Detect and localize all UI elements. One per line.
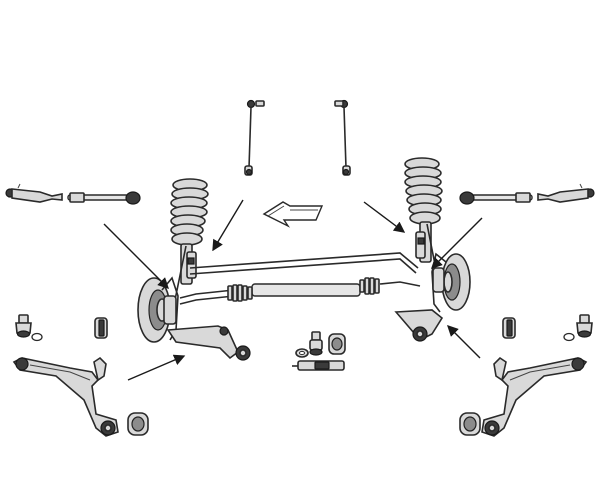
pointer-arrows <box>103 199 483 381</box>
lower-control-arm-right-icon <box>394 309 444 342</box>
ball-joint-left-icon <box>15 314 43 342</box>
tie-rod-end-right-icon <box>537 183 595 203</box>
pointer-arrow-icon <box>212 199 244 252</box>
subframe-mount-icon <box>292 360 345 371</box>
pointer-arrow-icon <box>363 201 406 233</box>
center-ball-joint-icon <box>309 331 323 356</box>
pointer-arrow-icon <box>103 223 169 289</box>
lower-control-arm-left-icon <box>166 325 251 361</box>
bushing-large-right-icon <box>459 412 481 436</box>
direction-arrow-icon <box>262 201 324 228</box>
bushing-large-left-icon <box>127 412 149 436</box>
stabilizer-link-left-icon <box>244 99 265 176</box>
coil-spring-strut-right-icon <box>404 157 443 291</box>
wishbone-control-arm-left-icon <box>12 356 119 437</box>
wishbone-control-arm-right-icon <box>481 356 588 437</box>
stabilizer-link-right-icon <box>334 99 351 176</box>
brake-disc-left-icon <box>137 276 179 343</box>
pointer-arrow-icon <box>127 354 186 381</box>
bushing-right-icon <box>502 317 516 339</box>
coil-spring-strut-left-icon <box>170 178 209 301</box>
center-washer-icon <box>295 348 309 358</box>
stabilizer-bar-icon <box>179 252 419 305</box>
inner-tie-rod-left-icon <box>67 191 141 205</box>
pointer-arrow-icon <box>447 325 481 359</box>
ball-joint-right-icon <box>563 314 593 342</box>
center-bushing-icon <box>328 333 346 355</box>
tie-rod-end-left-icon <box>5 183 63 203</box>
steering-rack-icon <box>227 277 421 302</box>
bushing-left-icon <box>94 317 108 339</box>
inner-tie-rod-right-icon <box>459 191 533 205</box>
pointer-arrow-icon <box>431 217 483 269</box>
